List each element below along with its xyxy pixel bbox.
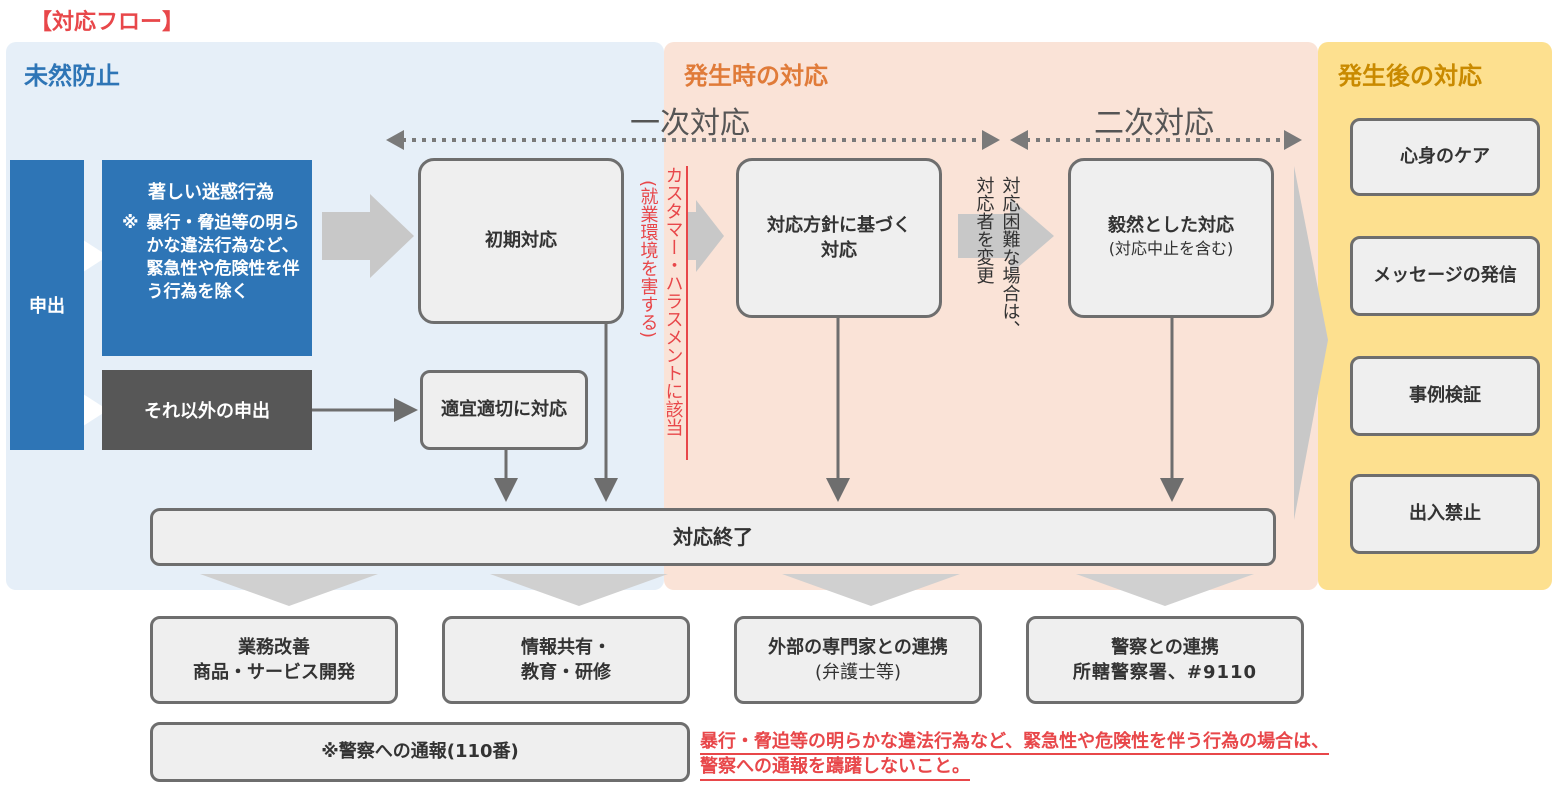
severe-note: 暴行・脅迫等の明らかな違法行為など、緊急性や危険性を伴う行為を除く — [146, 213, 300, 302]
police-report-label: ※警察への通報(110番) — [321, 741, 519, 763]
firm-response-line1: 毅然とした対応 — [1108, 215, 1234, 236]
outcome-line2: (弁護士等) — [814, 662, 902, 683]
firm-response-line2: (対応中止を含む) — [1108, 239, 1234, 259]
policy-response-line1: 対応方針に基づく — [767, 214, 911, 236]
after-item-care-label: 心身のケア — [1400, 146, 1490, 168]
during-heading: 発生時の対応 — [684, 62, 828, 90]
block-arrow-to-initial — [322, 194, 414, 278]
police-note-line2: 警察への通報を躊躇しないこと。 — [700, 755, 970, 781]
end-of-response-bar: 対応終了 — [150, 508, 1276, 566]
primary-phase-label: 一次対応 — [630, 106, 750, 141]
appropriate-response-box: 適宜適切に対応 — [420, 370, 588, 450]
after-item-message-label: メッセージの発信 — [1373, 265, 1517, 287]
after-item-ban: 出入禁止 — [1350, 474, 1540, 554]
secondary-phase-label: 二次対応 — [1094, 106, 1214, 141]
appropriate-response-label: 適宜適切に対応 — [441, 399, 567, 421]
after-item-review: 事例検証 — [1350, 356, 1540, 436]
after-item-message: メッセージの発信 — [1350, 236, 1540, 316]
policy-response-line2: 対応 — [821, 240, 857, 261]
outcome-line2: 教育・研修 — [521, 662, 611, 683]
severe-box: 著しい迷惑行為 ※ 暴行・脅迫等の明らかな違法行為など、緊急性や危険性を伴う行為… — [102, 160, 312, 356]
after-item-care: 心身のケア — [1350, 118, 1540, 196]
other-request-box: それ以外の申出 — [102, 370, 312, 450]
policy-response-box: 対応方針に基づく 対応 — [736, 158, 942, 318]
after-item-review-label: 事例検証 — [1409, 385, 1481, 407]
other-request-label: それ以外の申出 — [144, 401, 270, 422]
outcome-line2: 商品・サービス開発 — [193, 662, 355, 683]
harassment-label: カスタマー・ハラスメントに該当 — [662, 166, 684, 436]
difficult-case-label: 対応困難な場合は、 — [999, 176, 1021, 338]
police-report-box: ※警察への通報(110番) — [150, 722, 690, 782]
change-responder-label: 対応者を変更 — [973, 176, 995, 284]
outcome-information-sharing: 情報共有・ 教育・研修 — [442, 616, 690, 704]
initial-response-label: 初期対応 — [485, 230, 557, 252]
severe-title: 著しい迷惑行為 — [148, 182, 274, 203]
police-note-line1: 暴行・脅迫等の明らかな違法行為など、緊急性や危険性を伴う行為の場合は、 — [700, 730, 1330, 756]
initial-response-box: 初期対応 — [418, 158, 624, 324]
after-item-ban-label: 出入禁止 — [1409, 503, 1481, 525]
outcome-line1: 業務改善 — [238, 636, 310, 658]
harassment-paren-label: (就業環境を害する) — [637, 180, 659, 339]
outcome-line2: 所轄警察署、#9110 — [1072, 662, 1258, 683]
outcome-line1: 警察との連携 — [1111, 636, 1219, 658]
outcome-police-cooperation: 警察との連携 所轄警察署、#9110 — [1026, 616, 1304, 704]
after-heading: 発生後の対応 — [1338, 62, 1482, 90]
block-arrow-to-after — [1294, 166, 1328, 520]
outcome-external-experts: 外部の専門家との連携 (弁護士等) — [734, 616, 982, 704]
outcome-line1: 情報共有・ — [521, 636, 611, 658]
block-arrow-to-firm — [958, 198, 1054, 274]
harassment-red-line — [686, 166, 688, 460]
prevention-heading: 未然防止 — [24, 62, 120, 90]
intake-bar: 申出 — [10, 160, 84, 450]
firm-response-box: 毅然とした対応 (対応中止を含む) — [1068, 158, 1274, 318]
police-note: 暴行・脅迫等の明らかな違法行為など、緊急性や危険性を伴う行為の場合は、 警察への… — [700, 730, 1330, 781]
page-title: 【対応フロー】 — [30, 10, 185, 35]
severe-mark: ※ — [122, 213, 139, 233]
outcome-line1: 外部の専門家との連携 — [768, 636, 948, 658]
end-of-response-label: 対応終了 — [673, 525, 753, 549]
outcome-business-improvement: 業務改善 商品・サービス開発 — [150, 616, 398, 704]
block-arrow-to-policy — [686, 200, 724, 272]
intake-label: 申出 — [29, 296, 65, 317]
